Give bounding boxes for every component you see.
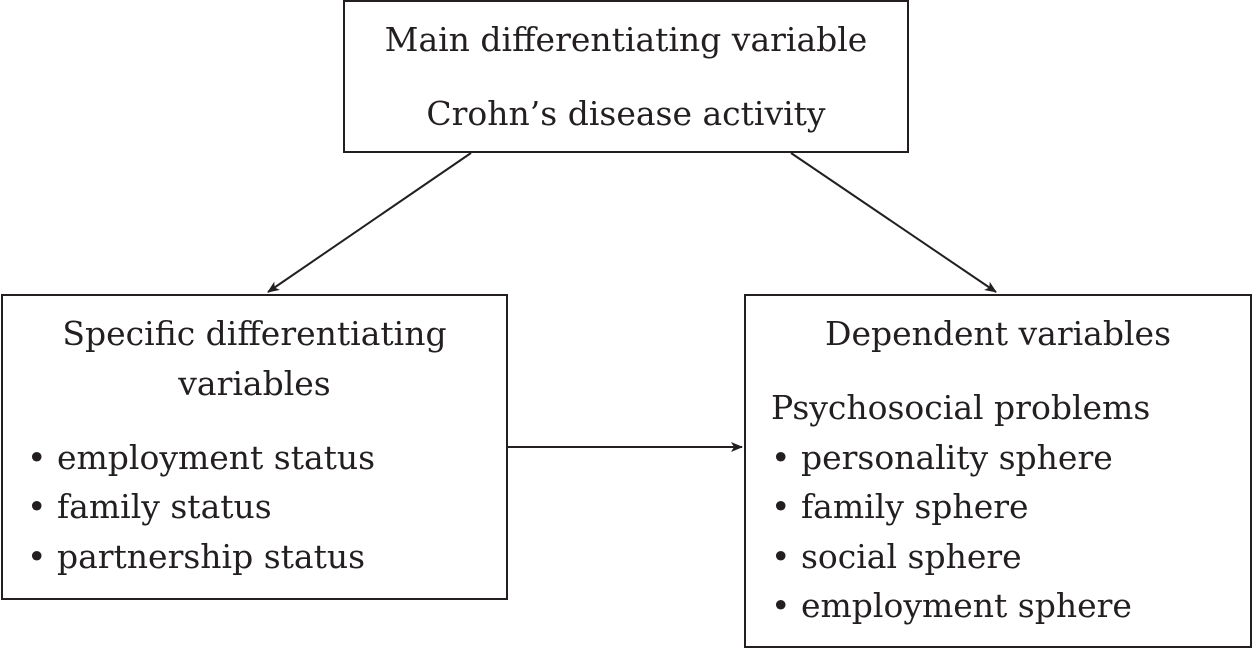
dependent-box-subtitle: Psychosocial problems [771,388,1151,427]
specific-item-family: • family status [27,487,272,526]
dependent-item-family: • family sphere [771,487,1029,526]
dependent-item-social: • social sphere [771,537,1022,576]
arrow-main-to-specific [267,152,472,293]
specific-item-employment: • employment status [27,438,376,477]
main-variable-box: Main differentiating variable Crohn’s di… [343,0,909,153]
dependent-variables-box: Dependent variables Psychosocial problem… [744,294,1252,648]
arrow-main-to-dependent [790,152,997,293]
main-box-title: Main differentiating variable [384,20,868,59]
main-box-subtitle: Crohn’s disease activity [426,94,826,133]
dependent-box-title: Dependent variables [824,314,1172,353]
dependent-item-personality: • personality sphere [771,438,1113,477]
dependent-item-employment: • employment sphere [771,586,1132,625]
specific-box-title-line1: Specific differentiating [62,314,447,353]
specific-item-partnership: • partnership status [27,537,366,576]
specific-variables-box: Specific differentiating variables • emp… [1,294,508,600]
specific-box-title-line2: variables [178,364,331,403]
